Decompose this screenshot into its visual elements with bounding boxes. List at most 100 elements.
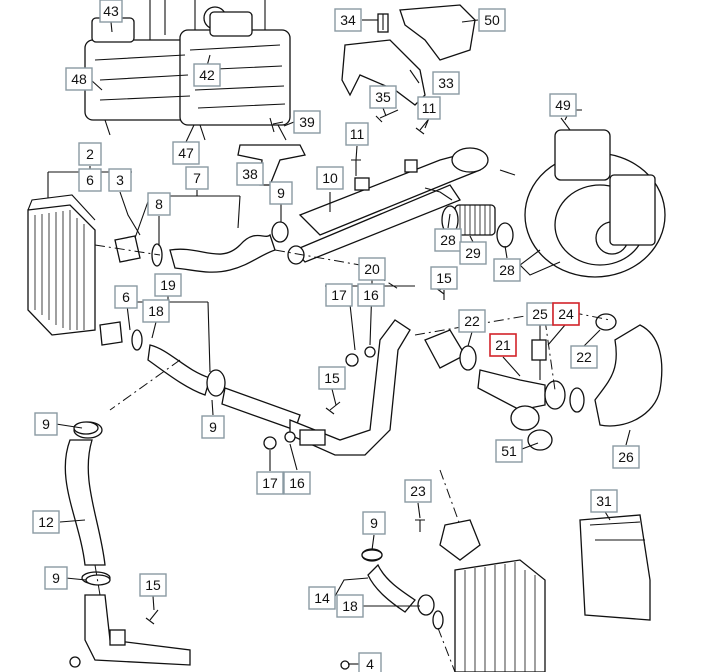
callout-38: 38 (236, 162, 264, 186)
svg-text:15: 15 (145, 577, 161, 593)
svg-text:15: 15 (324, 370, 340, 386)
upper-bracket-drawing (341, 4, 476, 106)
callout-2: 2 (78, 142, 102, 166)
callout-28-a: 28 (434, 228, 462, 252)
svg-text:9: 9 (370, 515, 378, 531)
callout-39: 39 (293, 110, 321, 134)
svg-text:21: 21 (495, 337, 511, 353)
callout-9-a: 9 (269, 181, 293, 205)
svg-text:19: 19 (160, 277, 176, 293)
hose-12-drawing (64, 421, 191, 668)
callout-18-a: 18 (142, 299, 170, 323)
svg-text:11: 11 (422, 100, 437, 116)
callout-3: 3 (108, 168, 132, 192)
callout-19: 19 (154, 273, 182, 297)
svg-text:6: 6 (86, 172, 94, 188)
intake-manifold-drawing (84, 0, 291, 141)
charge-pipe-drawing (293, 147, 489, 263)
callout-20: 20 (358, 257, 386, 281)
callout-12: 12 (32, 510, 60, 534)
svg-text:22: 22 (576, 349, 592, 365)
callout-42: 42 (193, 63, 221, 87)
callout-labels: 43 34 50 48 42 33 35 11 (32, 0, 640, 672)
svg-text:24: 24 (558, 306, 574, 322)
callout-4: 4 (358, 652, 382, 672)
svg-text:39: 39 (299, 114, 315, 130)
svg-text:11: 11 (350, 126, 365, 142)
svg-text:12: 12 (38, 514, 54, 530)
callout-16-b: 16 (283, 471, 311, 495)
svg-text:26: 26 (618, 449, 634, 465)
middle-pipe-drawing (263, 319, 411, 456)
callout-49: 49 (549, 93, 577, 117)
svg-text:9: 9 (42, 416, 50, 432)
svg-text:25: 25 (532, 306, 548, 322)
svg-text:34: 34 (340, 12, 356, 28)
callout-17-b: 17 (256, 471, 284, 495)
callout-26: 26 (612, 445, 640, 469)
svg-text:47: 47 (178, 145, 194, 161)
svg-text:9: 9 (209, 419, 217, 435)
svg-text:48: 48 (71, 71, 87, 87)
callout-28-b: 28 (493, 258, 521, 282)
callout-21: 21 (489, 333, 517, 357)
svg-text:49: 49 (555, 97, 571, 113)
callout-48: 48 (65, 67, 93, 91)
callout-11-mid: 11 (345, 122, 369, 146)
svg-text:43: 43 (103, 3, 119, 19)
callout-22-a: 22 (458, 309, 486, 333)
svg-text:6: 6 (122, 289, 130, 305)
callout-23: 23 (404, 479, 432, 503)
svg-text:17: 17 (262, 475, 278, 491)
svg-text:42: 42 (199, 67, 215, 83)
callout-8: 8 (147, 192, 171, 216)
callout-14: 14 (308, 586, 336, 610)
callout-15-a: 15 (430, 266, 458, 290)
svg-text:29: 29 (465, 245, 481, 261)
svg-text:50: 50 (484, 12, 500, 28)
callout-9-d: 9 (362, 511, 386, 535)
hose-26-drawing (594, 324, 663, 427)
callout-25: 25 (526, 302, 554, 326)
callout-29: 29 (459, 241, 487, 265)
svg-text:28: 28 (499, 262, 515, 278)
svg-text:16: 16 (289, 475, 305, 491)
callout-34: 34 (334, 8, 362, 32)
svg-text:20: 20 (364, 261, 380, 277)
callout-7: 7 (185, 166, 209, 190)
intercooler-right-drawing (340, 514, 651, 672)
svg-text:2: 2 (86, 146, 94, 162)
callout-31: 31 (590, 489, 618, 513)
callout-6-top: 6 (78, 168, 102, 192)
callout-22-b: 22 (570, 345, 598, 369)
svg-text:9: 9 (52, 570, 60, 586)
filter-drawing (424, 169, 516, 248)
svg-text:35: 35 (375, 89, 391, 105)
svg-text:14: 14 (314, 590, 330, 606)
callout-51: 51 (495, 439, 523, 463)
callout-24: 24 (552, 302, 580, 326)
callout-18-b: 18 (336, 594, 364, 618)
callout-33: 33 (432, 71, 460, 95)
callout-47: 47 (172, 141, 200, 165)
svg-text:3: 3 (116, 172, 124, 188)
callout-9-c: 9 (201, 415, 225, 439)
svg-text:23: 23 (410, 483, 426, 499)
callout-9-b: 9 (34, 412, 58, 436)
svg-text:10: 10 (322, 170, 338, 186)
svg-text:17: 17 (331, 287, 347, 303)
callout-43: 43 (99, 0, 123, 23)
callout-15-b: 15 (318, 366, 346, 390)
svg-text:18: 18 (342, 598, 358, 614)
callout-15-c: 15 (139, 573, 167, 597)
svg-text:4: 4 (366, 656, 374, 672)
svg-text:15: 15 (436, 270, 452, 286)
svg-text:8: 8 (155, 196, 163, 212)
svg-text:33: 33 (438, 75, 454, 91)
callout-50: 50 (478, 8, 506, 32)
callout-9-e: 9 (44, 566, 68, 590)
svg-text:51: 51 (501, 443, 517, 459)
svg-text:18: 18 (148, 303, 164, 319)
turbocharger-drawing (519, 109, 666, 278)
